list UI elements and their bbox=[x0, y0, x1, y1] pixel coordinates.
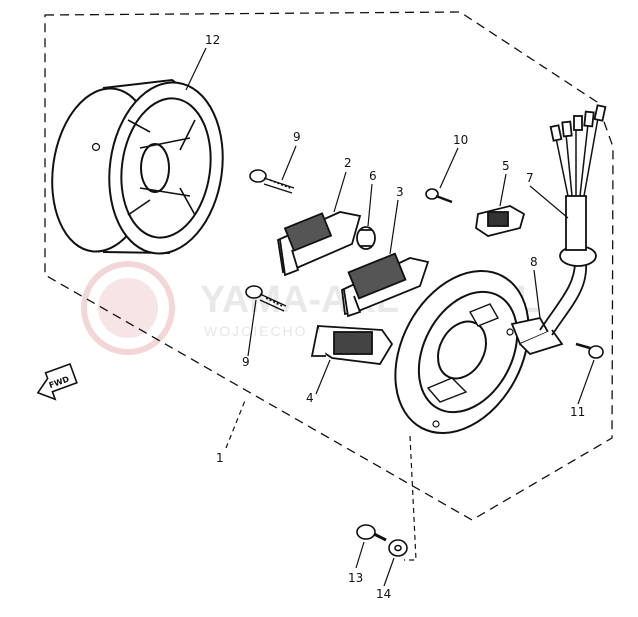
rotor-part bbox=[51, 78, 224, 255]
screw-13-part bbox=[356, 524, 387, 542]
lighting-block-part bbox=[475, 205, 526, 237]
watermark-subtext: WOJCIECHO bbox=[204, 323, 308, 339]
bolt-9a-part bbox=[249, 169, 295, 194]
collar-part bbox=[356, 226, 376, 250]
clamp-part bbox=[510, 316, 564, 356]
washer-14-part bbox=[388, 539, 408, 557]
leader-lines bbox=[185, 47, 595, 587]
callout-10: 10 bbox=[453, 133, 468, 147]
assembly-boundary bbox=[44, 11, 614, 521]
watermark-logo bbox=[81, 261, 175, 355]
forward-arrow-icon: FWD bbox=[36, 362, 78, 401]
callout-9-bottom: 9 bbox=[242, 355, 250, 369]
callout-7: 7 bbox=[526, 171, 534, 185]
callout-8: 8 bbox=[530, 255, 538, 269]
bolt-9b-part bbox=[245, 285, 287, 312]
callout-9-top: 9 bbox=[293, 130, 301, 144]
watermark-logo-inner bbox=[98, 278, 158, 338]
callout-4: 4 bbox=[306, 391, 314, 405]
callout-13: 13 bbox=[348, 571, 363, 585]
charge-coil-part bbox=[341, 252, 430, 318]
screw-10-part bbox=[425, 188, 453, 204]
callout-5: 5 bbox=[502, 159, 510, 173]
pulser-coil-part bbox=[310, 325, 394, 365]
stator-plate-part bbox=[394, 270, 530, 434]
callout-6: 6 bbox=[369, 169, 377, 183]
wire-harness-part bbox=[539, 104, 607, 336]
callout-3: 3 bbox=[396, 185, 404, 199]
screw-11-part bbox=[575, 342, 604, 359]
callouts: 12 9 2 6 3 10 5 7 8 9 4 11 1 13 14 bbox=[205, 33, 585, 601]
callout-11: 11 bbox=[570, 405, 585, 419]
callout-2: 2 bbox=[344, 156, 352, 170]
source-coil-part bbox=[277, 211, 362, 277]
callout-12: 12 bbox=[205, 33, 220, 47]
callout-14: 14 bbox=[376, 587, 391, 601]
callout-1: 1 bbox=[216, 451, 224, 465]
